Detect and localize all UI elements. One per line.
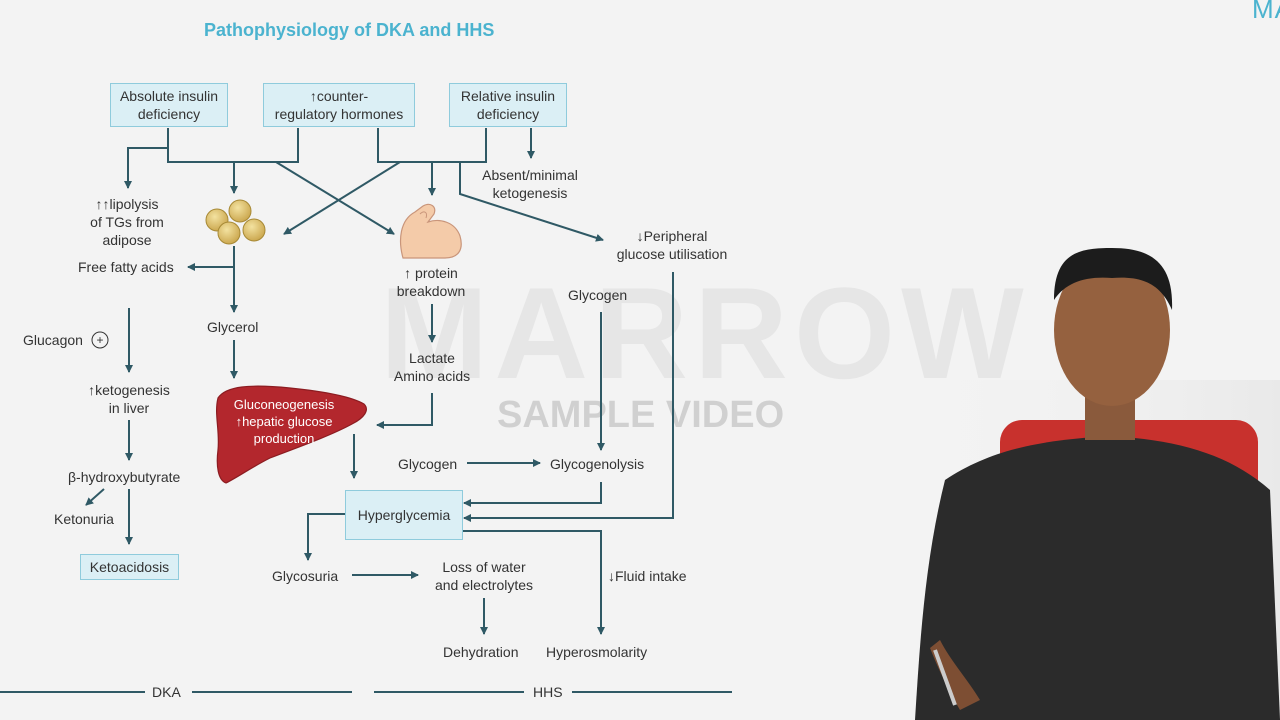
dehydration-label: Dehydration — [443, 644, 519, 660]
counter-line1: ↑counter- — [309, 88, 369, 104]
beta-hydroxybutyrate-label: β-hydroxybutyrate — [68, 469, 181, 485]
loss-line2: and electrolytes — [434, 577, 534, 593]
lipolysis-label: ↑↑lipolysis of TGs from adipose — [72, 195, 182, 249]
arrow-relative-to-fat — [283, 161, 401, 235]
presenter-video-icon — [900, 248, 1280, 720]
absent-ketogenesis-label: Absent/minimal ketogenesis — [468, 166, 592, 202]
absolute-line2: deficiency — [137, 106, 201, 122]
liver-line2: ↑hepatic glucose — [235, 414, 333, 429]
glucagon-plus-sign: + — [96, 333, 103, 347]
glycogenolysis-label: Glycogenolysis — [550, 456, 645, 472]
page-title: Pathophysiology of DKA and HHS — [204, 20, 495, 40]
ketogenesis-line2: in liver — [108, 400, 150, 416]
arrow-to-ffa — [187, 246, 235, 271]
fluid-intake-label: ↓Fluid intake — [608, 568, 687, 584]
arrow-peripheral-to-hyperglycemia — [463, 272, 674, 522]
glucagon-label: Glucagon — [23, 332, 83, 348]
glycosuria-label: Glycosuria — [272, 568, 339, 584]
glycerol-label: Glycerol — [207, 319, 259, 335]
ketogenesis-liver-label: ↑ketogenesis in liver — [74, 381, 184, 417]
absent-line1: Absent/minimal — [482, 167, 578, 183]
arrow-lactate-to-liver — [376, 393, 433, 429]
absent-line2: ketogenesis — [492, 185, 568, 201]
ketonuria-label: Ketonuria — [54, 511, 114, 527]
arrow-bhb-to-ketonuria — [85, 488, 105, 506]
counter-regulatory-box: ↑counter-regulatory hormones — [263, 83, 415, 127]
free-fatty-acids-label: Free fatty acids — [78, 259, 174, 275]
fat-cells-icon — [205, 199, 266, 245]
protein-breakdown-label: ↑ protein breakdown — [376, 264, 486, 300]
arrow-to-glycosuria — [304, 513, 346, 561]
loss-line1: Loss of water — [442, 559, 526, 575]
lipolysis-line2: of TGs from — [90, 214, 164, 230]
liver-caption: Gluconeogenesis ↑hepatic glucose productio… — [221, 396, 347, 447]
brand-logo: MA — [1252, 0, 1280, 24]
ketoacidosis-box: Ketoacidosis — [80, 554, 179, 580]
peripheral-line2: glucose utilisation — [616, 246, 728, 262]
liver-icon — [215, 385, 367, 484]
absolute-insulin-box: Absolute insulin deficiency — [110, 83, 228, 127]
lipolysis-line1: ↑↑lipolysis — [95, 196, 159, 212]
ketogenesis-line1: ↑ketogenesis — [88, 382, 170, 398]
connector-absolute-bracket — [167, 128, 299, 163]
hyperosmolarity-label: Hyperosmolarity — [546, 644, 648, 660]
relative-line1: Relative insulin — [460, 88, 556, 104]
connector-relative-bracket — [377, 128, 487, 163]
protein-line2: breakdown — [396, 283, 466, 299]
glucagon-plus-circle — [91, 331, 109, 349]
loss-water-label: Loss of water and electrolytes — [424, 558, 544, 594]
arrow-to-peripheral — [459, 162, 604, 242]
peripheral-line1: ↓Peripheral — [636, 228, 708, 244]
absolute-line1: Absolute insulin — [119, 88, 219, 104]
arrow-counter-to-muscle — [275, 161, 395, 235]
liver-line3: production — [253, 431, 315, 446]
watermark-text: SAMPLE VIDEO — [497, 394, 785, 436]
relative-insulin-box: Relative insulin deficiency — [449, 83, 567, 127]
lipolysis-line3: adipose — [102, 232, 152, 248]
lactate-line1: Lactate — [409, 350, 455, 366]
footer-dka-label: DKA — [152, 684, 181, 700]
glycogen-top-label: Glycogen — [568, 287, 628, 303]
arrow-to-hyperosmolarity — [462, 530, 605, 635]
lactate-line2: Amino acids — [393, 368, 471, 384]
connector-absolute-left — [124, 128, 169, 189]
protein-line1: ↑ protein — [404, 265, 458, 281]
peripheral-glucose-label: ↓Peripheral glucose utilisation — [607, 227, 737, 263]
flexed-arm-icon — [400, 203, 462, 259]
arrow-glycogenolysis-to-hyperglycemia — [463, 482, 602, 507]
relative-line2: deficiency — [476, 106, 540, 122]
footer-hhs-label: HHS — [533, 684, 563, 700]
glycogen-mid-label: Glycogen — [398, 456, 458, 472]
hyperglycemia-box: Hyperglycemia — [345, 490, 463, 540]
liver-line1: Gluconeogenesis — [233, 397, 335, 412]
counter-line2: regulatory hormones — [274, 106, 404, 122]
